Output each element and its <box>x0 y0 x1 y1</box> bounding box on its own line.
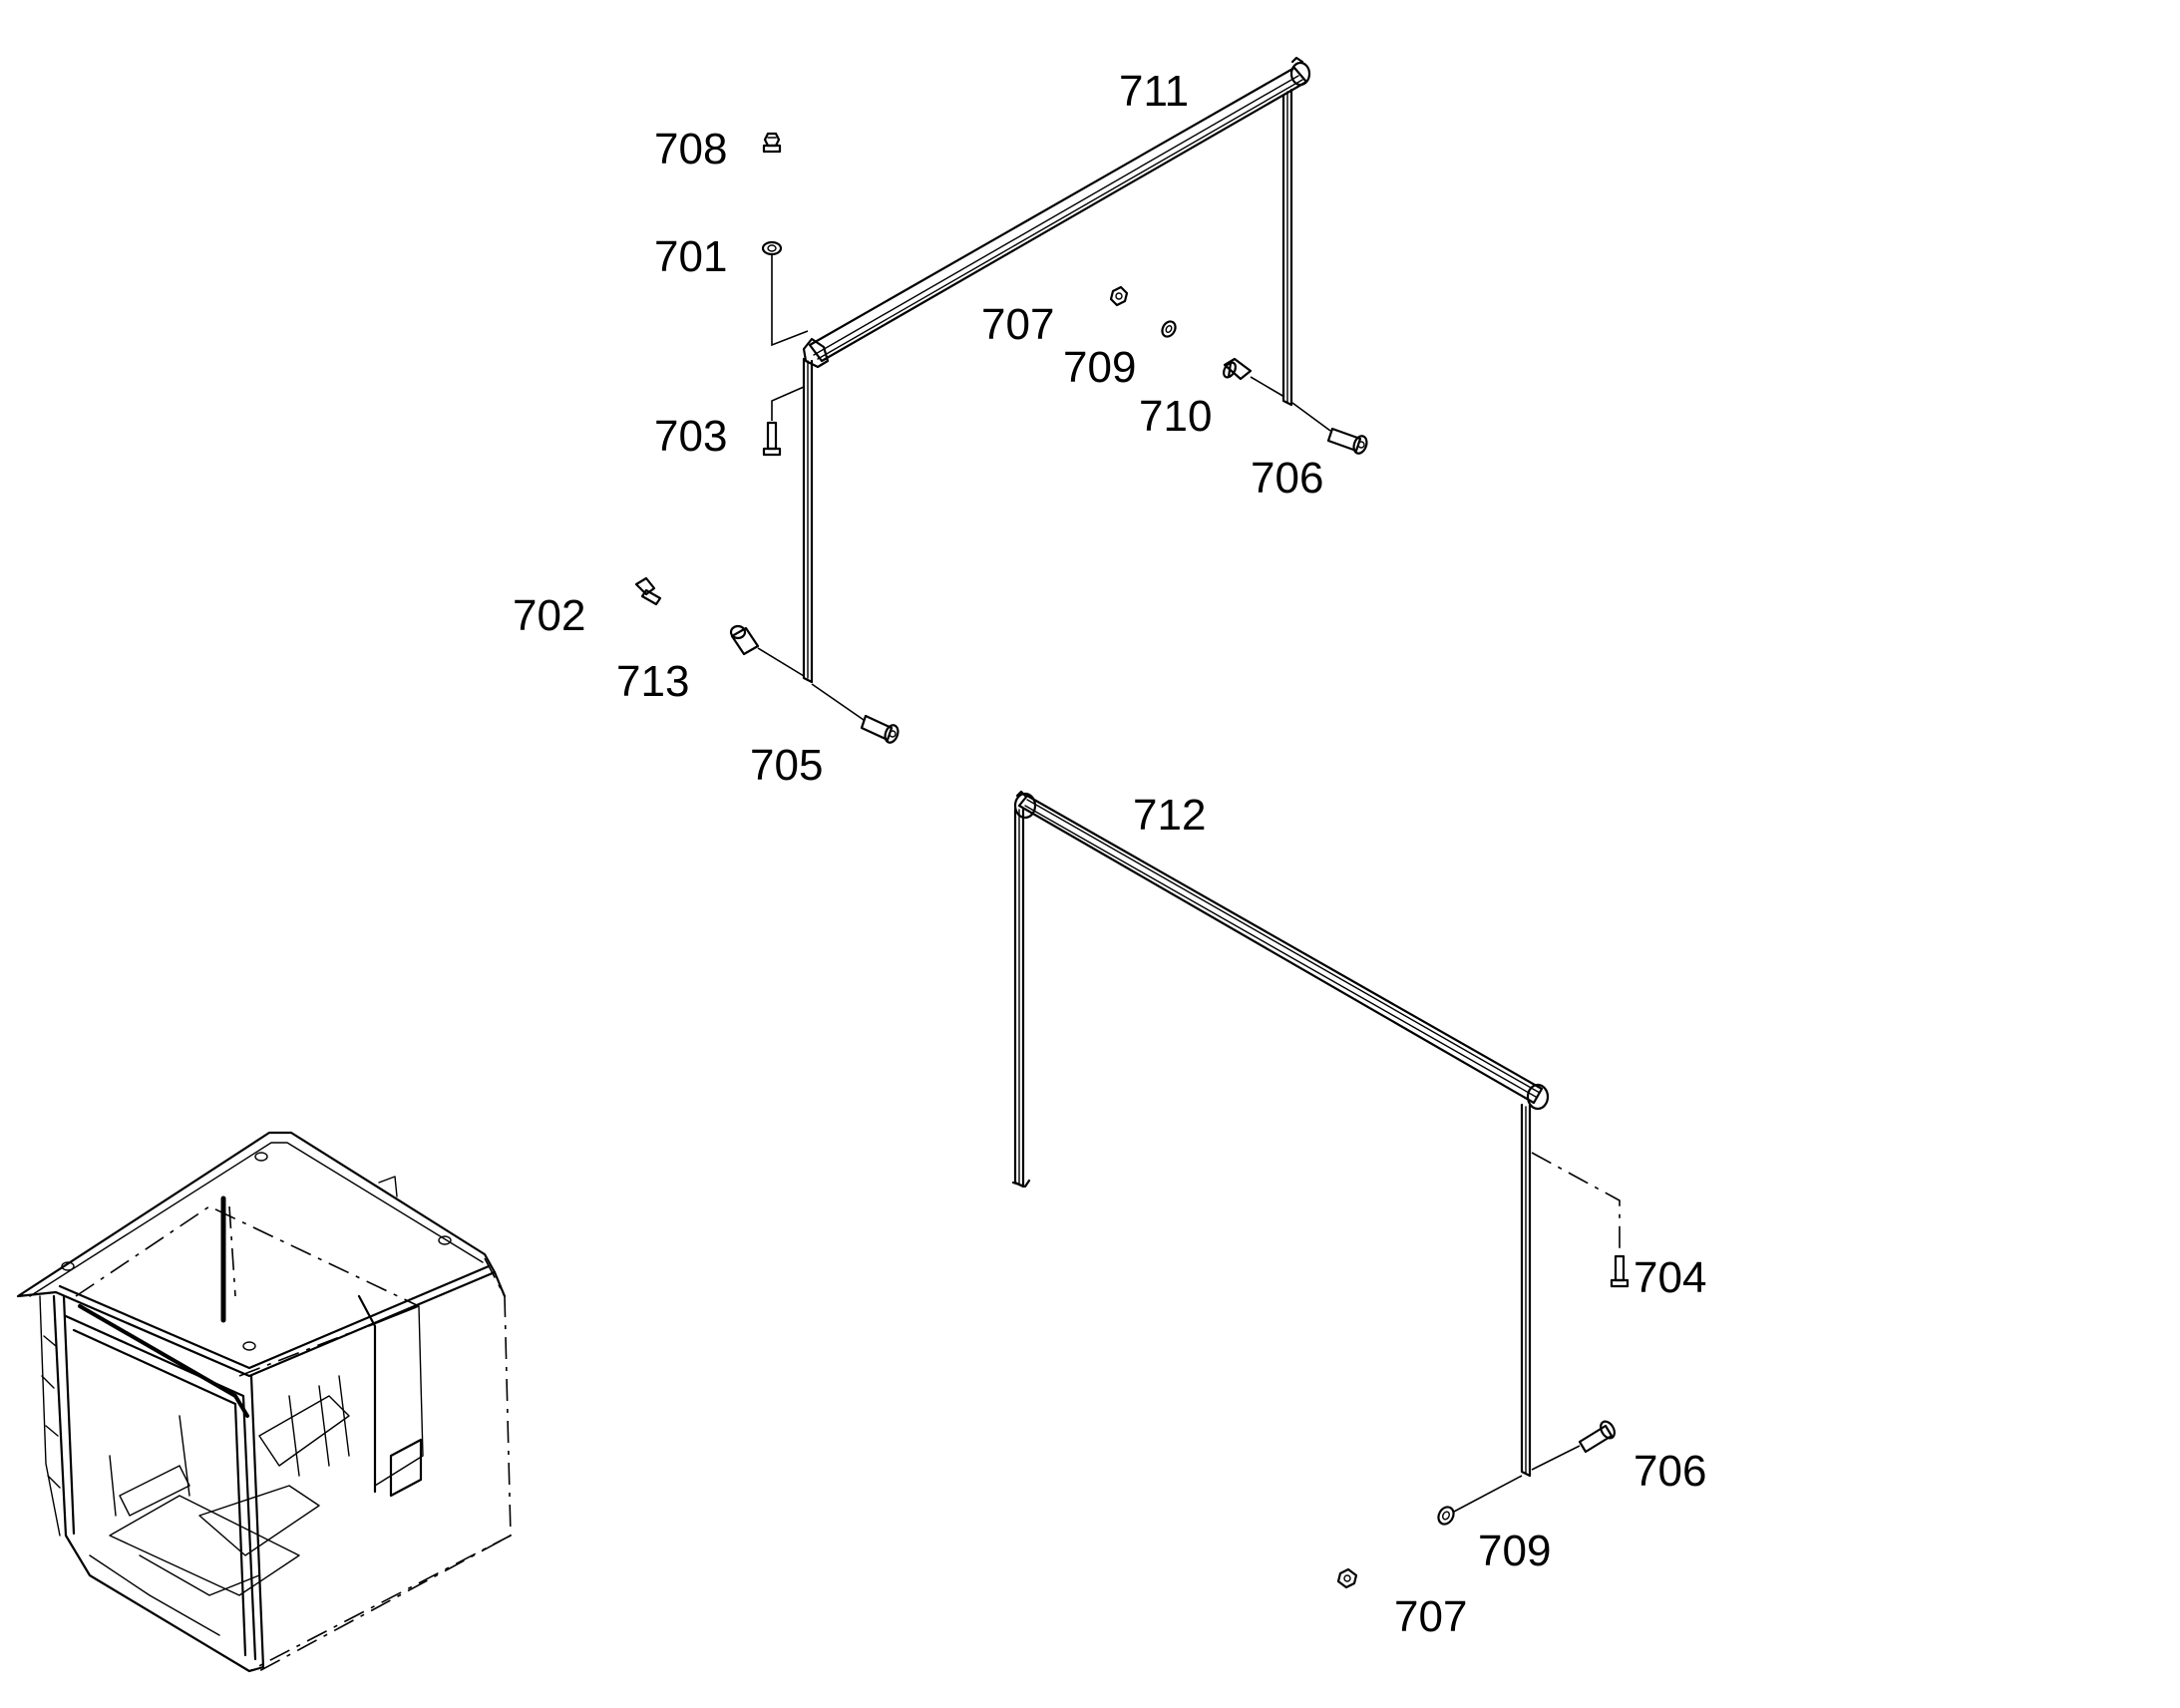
callout-701: 701 <box>654 232 727 281</box>
leader-710 <box>1250 376 1285 398</box>
leader-701 <box>771 255 809 347</box>
washer-709-upper <box>1161 320 1177 338</box>
washer-709-lower <box>1437 1506 1455 1526</box>
roller-blind-711 <box>802 56 1311 684</box>
leader-703 <box>771 386 805 421</box>
leader-709-lower <box>1453 1475 1523 1513</box>
callout-711: 711 <box>1119 67 1189 116</box>
callout-702: 702 <box>513 591 585 640</box>
callout-705: 705 <box>750 741 823 790</box>
bolt-703 <box>762 421 782 457</box>
leader-704 <box>1531 1152 1621 1254</box>
leader-706-upper <box>1291 402 1331 432</box>
callout-707-lower: 707 <box>1394 1592 1467 1641</box>
callout-709-lower: 709 <box>1478 1527 1551 1575</box>
callout-712: 712 <box>1133 791 1206 840</box>
nut-707-lower <box>1336 1567 1358 1589</box>
bolt-704 <box>1610 1254 1630 1288</box>
callout-710: 710 <box>1139 392 1212 441</box>
spacer-710 <box>1223 357 1253 381</box>
callout-707-upper: 707 <box>981 300 1054 349</box>
cab-locator-view <box>16 1131 512 1673</box>
callout-708: 708 <box>654 125 727 173</box>
callout-709-upper: 709 <box>1063 343 1136 392</box>
callout-704: 704 <box>1634 1253 1706 1302</box>
leader-706-lower <box>1531 1445 1581 1471</box>
bolt-705 <box>860 714 900 744</box>
leader-705 <box>811 683 865 721</box>
roller-blind-712 <box>1011 790 1550 1478</box>
callout-706-lower: 706 <box>1634 1447 1706 1496</box>
bolt-706-lower <box>1578 1420 1616 1454</box>
bolt-706-upper <box>1326 427 1368 455</box>
screw-708 <box>762 132 782 154</box>
leader-713 <box>757 647 805 677</box>
nut-707-upper <box>1109 285 1129 307</box>
callout-713: 713 <box>616 657 689 706</box>
washer-701 <box>761 240 783 256</box>
screw-702 <box>634 576 662 606</box>
callout-703: 703 <box>654 412 727 461</box>
callout-706-upper: 706 <box>1251 454 1323 503</box>
spacer-713 <box>729 624 760 656</box>
